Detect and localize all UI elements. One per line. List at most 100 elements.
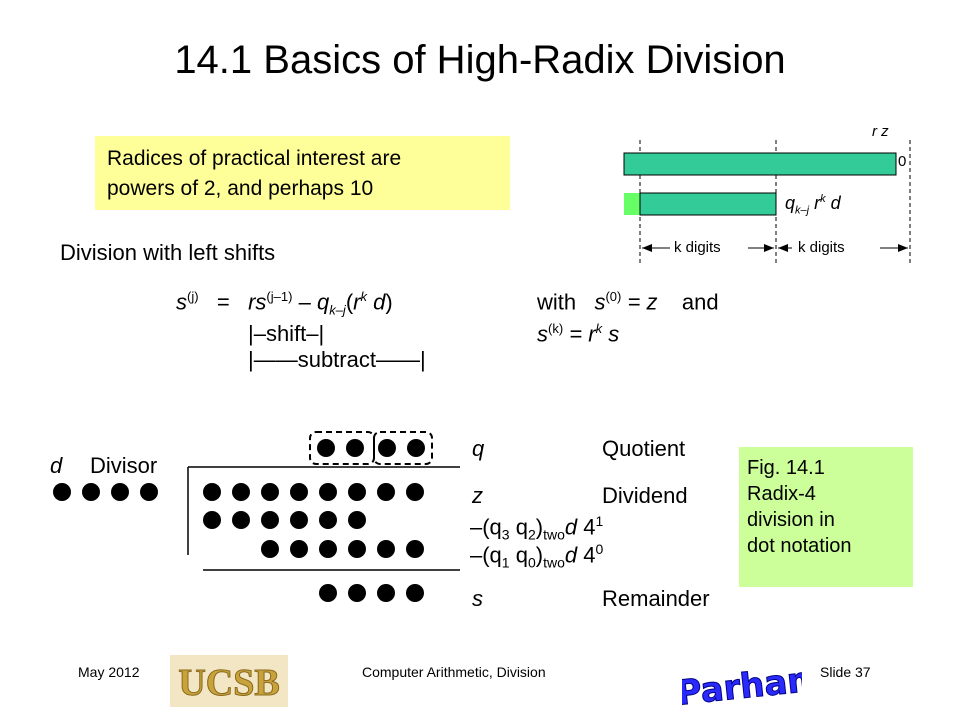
subtract-annotation: |——subtract——| [248, 347, 426, 372]
subtrahend-2-dot [261, 540, 279, 558]
qrd-bar [639, 192, 777, 216]
divisor-dot [111, 483, 129, 501]
subtrahend-2-dot [406, 540, 424, 558]
subtrahend-1-dot [290, 511, 308, 529]
sub1-q2: q [509, 514, 528, 540]
label-digits-left: k digits [674, 239, 721, 256]
eq-lhs: s [176, 289, 187, 315]
eq-sk-sup: (k) [548, 321, 564, 336]
eq-s0-sup: (0) [605, 289, 622, 304]
sub1-close: ) [535, 514, 544, 540]
label-bg-left [670, 239, 748, 257]
arrowhead-4 [898, 244, 908, 252]
subtrahend-1-dot [261, 511, 279, 529]
eq-with: with [537, 289, 577, 315]
quotient-digit-group-high [309, 431, 375, 465]
label-rz: r z [872, 123, 889, 140]
remainder-dot [348, 584, 366, 602]
small-bar [624, 193, 640, 215]
eq-r: r [248, 289, 256, 315]
eq-s-sup: (j–1) [266, 289, 293, 304]
shift-annotation: |–shift–| [248, 321, 325, 346]
slide-title: 14.1 Basics of High-Radix Division [174, 38, 786, 82]
dividend-dot [348, 483, 366, 501]
name-remainder: Remainder [602, 586, 710, 611]
subtrahend-1-dot [232, 511, 250, 529]
caption-line-4: dot notation [747, 535, 852, 557]
sub2-d: d [564, 542, 578, 568]
eq-s0: s [594, 289, 606, 315]
label-r-sup: k [820, 193, 826, 205]
eq-d: d [373, 289, 386, 315]
eq-lhs-sup: (j) [187, 289, 199, 304]
dividend-dot [203, 483, 221, 501]
label-d: d [830, 193, 841, 213]
subtrahend-2-dot [348, 540, 366, 558]
sub1-exp: 1 [595, 513, 604, 529]
remainder-dot [319, 584, 337, 602]
note-line-2: powers of 2, and perhaps 10 [107, 177, 374, 200]
eq-minus: – [298, 289, 311, 315]
eq-sk: s [537, 321, 548, 347]
divisor-label: Divisor [90, 453, 158, 478]
eq-r2-sup: k [360, 289, 367, 304]
quotient-low-dot [378, 439, 396, 457]
name-quotient: Quotient [602, 436, 686, 461]
sub1-d: d [564, 514, 578, 540]
dividend-dot [232, 483, 250, 501]
arrowhead-3 [778, 244, 788, 252]
initial-condition: with s(0) = z and [537, 289, 719, 315]
eq-r2: r [353, 289, 361, 315]
dot-layer [53, 439, 425, 602]
eq-sk-eq: = r [569, 321, 596, 347]
figure-caption: Fig. 14.1 Radix-4 division in dot notati… [739, 447, 913, 587]
sub1-4: 4 [583, 514, 596, 540]
divisor-dot [82, 483, 100, 501]
logo-bg [170, 655, 288, 707]
sub2-q2: q [509, 542, 528, 568]
note-box: Radices of practical interest are powers… [95, 136, 510, 210]
subtrahend-2-dot [319, 540, 337, 558]
remainder-dot [406, 584, 424, 602]
label-zero: 0 [898, 153, 907, 170]
label-digits-right: k digits [798, 239, 845, 256]
logo-text: UCSB [178, 662, 279, 704]
eq-paren-close: ) [385, 289, 393, 315]
quotient-high-dot [346, 439, 364, 457]
subtrahend-1-dot [319, 511, 337, 529]
subtrahend-1: –(q3 q2)twod 41 [470, 513, 603, 543]
arrowhead-2 [764, 244, 774, 252]
label-r: r [814, 193, 821, 213]
note-line-1: Radices of practical interest are [107, 147, 402, 170]
label-bg-right [792, 239, 880, 257]
dividend-dot [377, 483, 395, 501]
label-qrd: qk–j rk d [785, 193, 841, 217]
sub2-i1: 1 [501, 554, 510, 571]
dividend-dot [261, 483, 279, 501]
footer-date: May 2012 [78, 664, 140, 680]
sub2-4: 4 [583, 542, 596, 568]
subtitle: Division with left shifts [60, 240, 276, 265]
sub2-i2: 0 [527, 554, 536, 571]
sym-z: z [472, 483, 483, 508]
shift-diagram [623, 140, 911, 265]
recurrence-equation: s(j) = rs(j–1) – qk–j(rk d) [176, 289, 393, 318]
eq-s: s [255, 289, 267, 315]
label-q-sub: k–j [795, 204, 810, 217]
caption-line-1: Fig. 14.1 [747, 457, 825, 479]
sub2-close: ) [535, 542, 544, 568]
sym-q: q [472, 436, 485, 461]
eq-and: and [681, 289, 719, 315]
sym-s: s [472, 586, 483, 611]
label-q: q [785, 193, 796, 213]
arrowhead-1 [642, 244, 652, 252]
final-condition: s(k) = rk s [537, 321, 619, 347]
caption-line-3: division in [747, 509, 835, 531]
d-label: d [50, 453, 63, 478]
sub1-i2: 2 [527, 526, 536, 543]
dot-diagram [53, 431, 460, 602]
sub1-i1: 3 [501, 526, 510, 543]
divisor-dot [53, 483, 71, 501]
subtrahend-2-dot [377, 540, 395, 558]
subtrahend-1-dot [203, 511, 221, 529]
